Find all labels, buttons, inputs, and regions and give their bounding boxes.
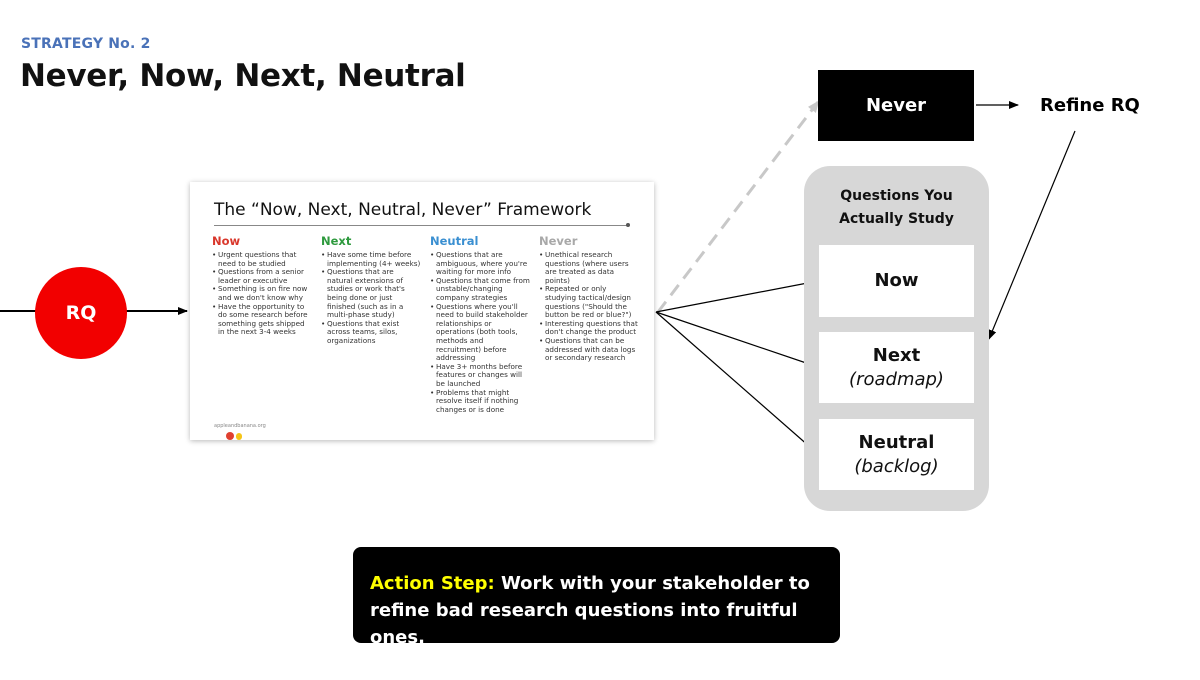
study-box-label: Next	[872, 344, 921, 366]
framework-item: Questions that can be addressed with dat…	[539, 336, 639, 363]
banana-logo-icon	[236, 433, 242, 440]
framework-heading-now: Now	[212, 234, 241, 248]
framework-column-next: Next Have some time before implementing …	[321, 234, 421, 346]
apple-logo-icon	[226, 432, 234, 440]
framework-title: The “Now, Next, Neutral, Never” Framewor…	[214, 200, 592, 220]
study-box-sublabel: (roadmap)	[849, 368, 944, 390]
framework-slide: The “Now, Next, Neutral, Never” Framewor…	[190, 182, 654, 440]
framework-item: Have some time before implementing (4+ w…	[321, 250, 421, 268]
never-node: Never	[818, 70, 974, 141]
study-box-label: Neutral	[858, 431, 935, 453]
framework-item: Problems that might resolve itself if no…	[430, 388, 530, 415]
arrow-refine-to-next	[988, 130, 1076, 340]
study-title-line-1: Questions You	[840, 188, 953, 204]
framework-column-now: Now Urgent questions that need to be stu…	[212, 234, 312, 337]
arrow-to-neutral	[655, 311, 819, 455]
page-title: Never, Now, Next, Neutral	[20, 58, 466, 94]
action-step-body: Work with your stakeholder to refine bad…	[370, 573, 810, 648]
framework-heading-never: Never	[539, 234, 578, 248]
framework-item: Urgent questions that need to be studied	[212, 250, 312, 268]
framework-item: Repeated or only studying tactical/desig…	[539, 285, 639, 319]
study-title-line-2: Actually Study	[839, 211, 954, 227]
framework-divider	[214, 225, 628, 226]
action-step-box	[353, 547, 840, 643]
study-box-label: Now	[874, 270, 919, 291]
framework-column-neutral: Neutral Questions that are ambiguous, wh…	[430, 234, 530, 414]
framework-item: Questions that come from unstable/changi…	[430, 276, 530, 303]
framework-item: Have the opportunity to do some research…	[212, 302, 312, 337]
action-step-label: Action Step:	[370, 573, 495, 594]
study-box-next: Next (roadmap)	[819, 332, 974, 403]
refine-rq-node: Refine RQ	[1040, 95, 1140, 116]
framework-heading-neutral: Neutral	[430, 234, 479, 248]
study-box-sublabel: (backlog)	[854, 455, 939, 477]
framework-item: Questions from a senior leader or execut…	[212, 267, 312, 285]
dashed-arrow-to-never	[656, 100, 820, 313]
study-box-neutral: Neutral (backlog)	[819, 419, 974, 490]
framework-item: Have 3+ months before features or change…	[430, 362, 530, 389]
framework-item: Questions that are ambiguous, where you'…	[430, 250, 530, 277]
framework-item: Interesting questions that don't change …	[539, 319, 639, 337]
framework-divider-dot	[626, 223, 630, 227]
framework-footer: appleandbanana.org	[214, 423, 266, 429]
study-panel-title: Questions You Actually Study	[804, 185, 989, 231]
framework-heading-next: Next	[321, 234, 352, 248]
framework-item: Questions where you'll need to build sta…	[430, 302, 530, 363]
framework-item: Unethical research questions (where user…	[539, 250, 639, 285]
arrow-to-now	[655, 278, 819, 313]
framework-column-never: Never Unethical research questions (wher…	[539, 234, 639, 363]
strategy-kicker: STRATEGY No. 2	[21, 36, 151, 52]
framework-item: Questions that exist across teams, silos…	[321, 319, 421, 346]
rq-node: RQ	[35, 267, 127, 359]
study-box-now: Now	[819, 245, 974, 317]
framework-item: Questions that are natural extensions of…	[321, 267, 421, 320]
arrow-to-next	[655, 311, 819, 368]
framework-item: Something is on fire now and we don't kn…	[212, 285, 312, 302]
action-step-text: Action Step: Work with your stakeholder …	[370, 570, 830, 651]
